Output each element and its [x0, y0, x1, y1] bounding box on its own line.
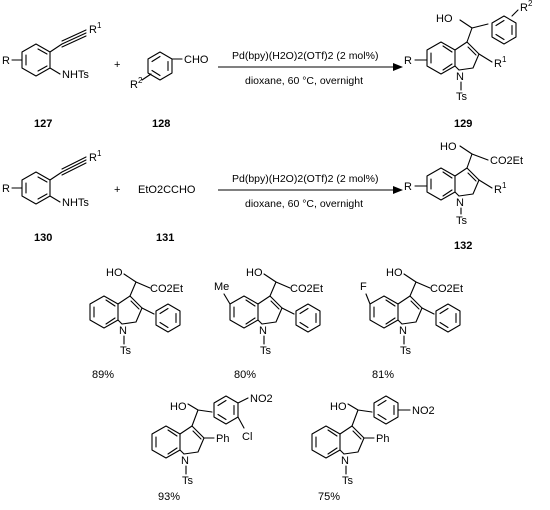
- conditions-solvent: dioxane, 60 °C, overnight: [245, 198, 363, 210]
- product-129: HO R2 R1 R N Ts 129: [404, 0, 533, 130]
- ts-label: Ts: [400, 345, 412, 357]
- ts-label: Ts: [456, 215, 468, 227]
- conditions-solvent: dioxane, 60 °C, overnight: [245, 75, 363, 87]
- compound-number-132: 132: [454, 240, 472, 252]
- yield-label: 80%: [234, 369, 256, 381]
- n-label: N: [259, 325, 267, 337]
- yield-label: 89%: [92, 369, 114, 381]
- ho-label: HO: [386, 267, 403, 279]
- scheme-1: R R1 NHTs 127 + CHO R2 128 Pd(bpy)(H2O)2…: [2, 0, 533, 130]
- compound-number-130: 130: [34, 232, 52, 244]
- ho-label: HO: [440, 141, 457, 153]
- compound-number-127: 127: [34, 118, 52, 130]
- ts-label: Ts: [342, 475, 354, 487]
- compound-number-131: 131: [156, 232, 174, 244]
- scheme-2: R R1 NHTs 130 + EtO2CCHO 131 Pd(bpy)(H2O…: [2, 141, 523, 252]
- ester-label: CO2Et: [430, 283, 463, 295]
- ester-label: CO2Et: [490, 155, 523, 167]
- example-4: HO NO2 Cl Ph N Ts 93%: [151, 393, 273, 503]
- example-2: Me HO CO2Et N Ts 80%: [214, 267, 323, 381]
- r2-label: R2: [520, 0, 533, 14]
- n-label: N: [181, 455, 189, 467]
- plus-sign: +: [114, 59, 120, 71]
- plus-sign: +: [114, 184, 120, 196]
- reactant-128: CHO R2 128: [130, 51, 209, 130]
- fluoro-label: F: [360, 281, 367, 293]
- ts-label: Ts: [120, 345, 132, 357]
- cho-label: CHO: [184, 54, 209, 66]
- ho-label: HO: [106, 267, 123, 279]
- compound-number-128: 128: [152, 118, 170, 130]
- phenyl-label: Ph: [376, 433, 389, 445]
- r1-label: R1: [494, 181, 507, 196]
- ho-label: HO: [436, 13, 453, 25]
- r-label: R: [404, 181, 412, 193]
- yield-label: 93%: [158, 491, 180, 503]
- nitro-label: NO2: [412, 405, 435, 417]
- methyl-label: Me: [214, 281, 229, 293]
- ho-label: HO: [330, 401, 347, 413]
- ts-label: Ts: [456, 91, 468, 103]
- reactant-127: R R1 NHTs 127: [2, 21, 102, 130]
- r1-label: R1: [89, 21, 102, 36]
- r-label: R: [2, 183, 10, 195]
- ester-label: CO2Et: [290, 283, 323, 295]
- example-5: HO NO2 Ph N Ts 75%: [311, 395, 435, 503]
- n-label: N: [456, 71, 464, 83]
- r1-label: R1: [494, 55, 507, 70]
- r1-label: R1: [89, 149, 102, 164]
- r-label: R: [404, 55, 412, 67]
- n-label: N: [341, 455, 349, 467]
- nhts-label: NHTs: [62, 197, 89, 209]
- ts-label: Ts: [182, 475, 194, 487]
- ts-label: Ts: [260, 345, 272, 357]
- r2-label: R2: [130, 76, 143, 91]
- ho-label: HO: [246, 267, 263, 279]
- nitro-label: NO2: [250, 393, 273, 405]
- nhts-label: NHTs: [62, 69, 89, 81]
- product-132: HO CO2Et R1 R N Ts 132: [404, 141, 523, 252]
- ethyl-glyoxylate-formula: EtO2CCHO: [138, 184, 196, 196]
- phenyl-label: Ph: [216, 433, 229, 445]
- r-label: R: [2, 55, 10, 67]
- yield-label: 81%: [372, 369, 394, 381]
- conditions-catalyst: Pd(bpy)(H2O)2(OTf)2 (2 mol%): [232, 173, 378, 185]
- conditions-catalyst: Pd(bpy)(H2O)2(OTf)2 (2 mol%): [232, 50, 378, 62]
- reactant-130: R R1 NHTs 130: [2, 149, 102, 244]
- n-label: N: [456, 197, 464, 209]
- example-3: F HO CO2Et N Ts 81%: [360, 267, 463, 381]
- n-label: N: [399, 325, 407, 337]
- n-label: N: [119, 325, 127, 337]
- yield-label: 75%: [318, 491, 340, 503]
- ester-label: CO2Et: [150, 283, 183, 295]
- reactant-131: EtO2CCHO 131: [138, 184, 196, 244]
- ho-label: HO: [170, 401, 187, 413]
- compound-number-129: 129: [454, 118, 472, 130]
- chloro-label: Cl: [242, 431, 252, 443]
- example-1: HO CO2Et N Ts 89%: [89, 267, 183, 381]
